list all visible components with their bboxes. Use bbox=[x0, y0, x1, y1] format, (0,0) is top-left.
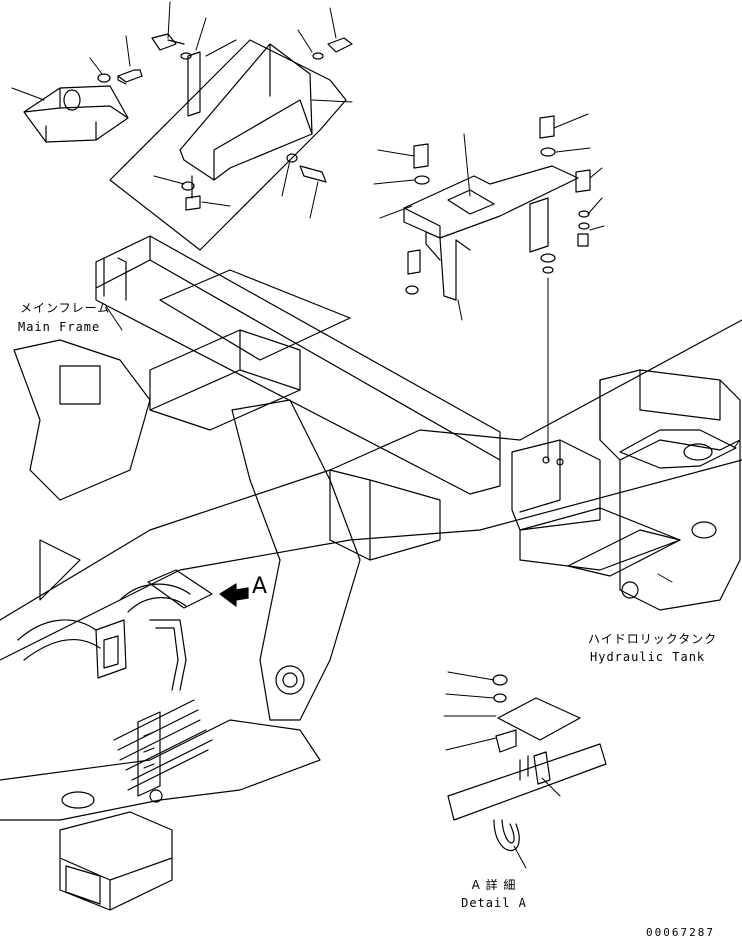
mounting-plate bbox=[403, 165, 579, 239]
washer-icon bbox=[180, 52, 192, 60]
frame-top-beam-detail bbox=[103, 257, 501, 461]
tank-bracket-group bbox=[373, 113, 605, 461]
detail-washer-icon bbox=[493, 693, 507, 703]
view-a-label: A bbox=[252, 574, 269, 599]
tank-port-icon bbox=[691, 521, 717, 539]
clamp-bolt-icon bbox=[149, 789, 163, 803]
washer-icon bbox=[181, 181, 195, 191]
bolt-icon bbox=[117, 69, 143, 85]
washer-icon bbox=[312, 52, 324, 60]
hydraulic-tank-label-ja: ハイドロリックタンク bbox=[588, 632, 718, 646]
main-frame-label-en: Main Frame bbox=[18, 320, 101, 334]
detail-hose bbox=[493, 755, 529, 851]
hydraulic-tank-label-en: Hydraulic Tank bbox=[590, 650, 706, 664]
tank-body bbox=[599, 369, 741, 611]
clamp-bracket bbox=[137, 711, 161, 797]
top-left-cover-group bbox=[11, 1, 353, 251]
tank-side-wall bbox=[599, 369, 721, 441]
detail-nut-icon bbox=[492, 674, 508, 686]
bolt-icon bbox=[327, 37, 353, 53]
washer-icon bbox=[578, 222, 590, 230]
bolt-icon bbox=[556, 458, 564, 466]
tank-mount-bracket bbox=[511, 439, 601, 531]
small-cover bbox=[23, 85, 129, 143]
boom-pin-icon bbox=[275, 665, 305, 695]
hydraulic-tank bbox=[511, 369, 741, 611]
washer-icon bbox=[540, 253, 556, 263]
bolt-icon bbox=[299, 165, 327, 183]
detail-frame-rail bbox=[447, 743, 607, 821]
tank-cap-icon bbox=[683, 443, 713, 461]
frame-top-beam bbox=[95, 235, 501, 495]
detail-bracket bbox=[495, 729, 517, 753]
bolt-icon bbox=[413, 143, 429, 169]
main-frame-label-ja: メインフレーム bbox=[20, 301, 111, 315]
cover-hole bbox=[63, 89, 81, 111]
large-bracket bbox=[179, 43, 313, 181]
bracket-strip bbox=[187, 51, 201, 117]
washer-icon bbox=[540, 147, 556, 157]
bolt-icon bbox=[542, 456, 550, 464]
leader-lines bbox=[443, 671, 561, 869]
washer-icon bbox=[286, 153, 298, 163]
tank-strap bbox=[567, 529, 681, 577]
valve-block bbox=[95, 619, 127, 679]
support-leg bbox=[425, 231, 471, 301]
bolt-icon bbox=[575, 169, 591, 193]
valve-assembly bbox=[17, 569, 213, 691]
plate-square bbox=[447, 189, 495, 215]
frame-left-member bbox=[13, 339, 151, 601]
washer-icon bbox=[542, 266, 554, 274]
hydraulic-hose bbox=[17, 583, 191, 661]
view-arrow-icon bbox=[219, 583, 249, 607]
frame-lower-body bbox=[0, 719, 321, 821]
bolt-icon bbox=[577, 233, 589, 247]
main-frame bbox=[0, 235, 742, 911]
detail-a-label-ja: A 詳 細 bbox=[471, 878, 517, 892]
detail-a-label-en: Detail A bbox=[461, 896, 527, 910]
bolt-icon bbox=[151, 33, 185, 51]
frame-bottom-block bbox=[59, 811, 173, 911]
drawing-number: 00067287 bbox=[646, 926, 715, 939]
leader-lines bbox=[11, 1, 353, 219]
tank-top bbox=[619, 429, 737, 469]
valve-bracket-plate bbox=[147, 569, 213, 609]
washer-icon bbox=[578, 210, 590, 218]
washer-icon bbox=[97, 73, 111, 83]
frame-right-section bbox=[329, 469, 441, 561]
bolt-icon bbox=[539, 115, 555, 139]
assembly-plate-outline bbox=[109, 39, 347, 251]
washer-icon bbox=[414, 175, 430, 185]
leader-lines bbox=[657, 439, 741, 583]
detail-a bbox=[443, 671, 607, 869]
washer-icon bbox=[405, 285, 419, 295]
bolt-icon bbox=[185, 175, 201, 211]
frame-boom-arm bbox=[231, 399, 361, 721]
bolt-icon bbox=[407, 249, 421, 275]
tank-fitting-icon bbox=[621, 581, 639, 599]
frame-bottom-pad bbox=[61, 791, 95, 809]
detail-plate bbox=[497, 697, 581, 741]
leader-lines bbox=[105, 305, 123, 331]
cable-bundle bbox=[113, 699, 213, 791]
detail-pipe-stubs bbox=[533, 751, 551, 785]
cable-clamp-group bbox=[113, 699, 213, 803]
tank-lower-plate bbox=[519, 507, 681, 571]
boom-pin-inner-icon bbox=[282, 672, 298, 688]
frame-outline-plate bbox=[159, 269, 351, 361]
frame-side-rail bbox=[0, 319, 742, 661]
small-bracket bbox=[529, 197, 549, 253]
frame-center-box bbox=[149, 329, 301, 431]
leader-lines bbox=[373, 113, 605, 461]
hydraulic-pipe bbox=[149, 619, 187, 691]
